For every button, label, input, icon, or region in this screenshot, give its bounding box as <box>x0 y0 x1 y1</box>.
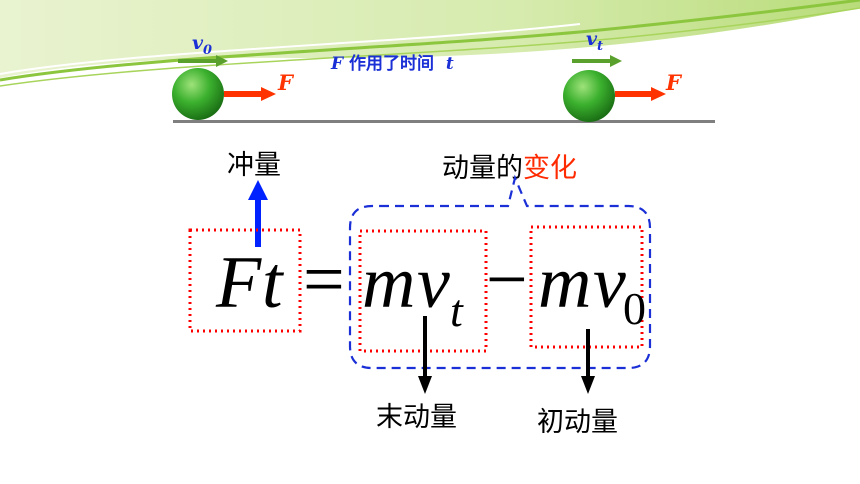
eq-t: t <box>262 242 283 324</box>
eq-v1: v <box>417 242 450 324</box>
velocity-arrow-left <box>178 55 228 67</box>
initial-momentum-label: 初动量 <box>537 407 618 438</box>
force-label-left: F <box>278 70 293 95</box>
eq-equals: = <box>303 239 345 321</box>
initial-momentum-arrow <box>581 329 595 394</box>
final-momentum-arrow <box>418 316 432 394</box>
scene-caption: F 作用了时间 t <box>331 54 454 74</box>
ball-right <box>563 70 615 122</box>
momentum-change-label: 动量的变化 <box>442 153 577 184</box>
ball-left <box>172 68 224 120</box>
velocity-arrow-right <box>572 55 622 67</box>
impulse-label: 冲量 <box>227 150 281 181</box>
eq-F: F <box>216 242 262 324</box>
momentum-change-callout <box>348 174 652 370</box>
eq-v2: v <box>593 242 626 324</box>
eq-sub-t: t <box>450 285 463 336</box>
eq-m1: m <box>362 242 416 324</box>
velocity-label-left: v0 <box>192 32 213 58</box>
force-arrow-right <box>615 87 666 101</box>
eq-minus: − <box>486 239 528 321</box>
final-momentum-label: 末动量 <box>376 402 457 433</box>
force-label-right: F <box>666 70 681 95</box>
initial-momentum-box <box>529 225 644 349</box>
force-arrow-left <box>224 87 276 101</box>
final-momentum-box <box>358 229 488 353</box>
eq-m2: m <box>538 242 592 324</box>
ground-line <box>173 120 715 123</box>
eq-sub-0: 0 <box>623 283 646 334</box>
impulse-arrow <box>248 180 268 247</box>
velocity-label-right: vt <box>586 28 604 54</box>
ball-scene-graphics <box>172 55 666 122</box>
header-swoosh <box>0 0 860 87</box>
impulse-box <box>188 228 302 333</box>
